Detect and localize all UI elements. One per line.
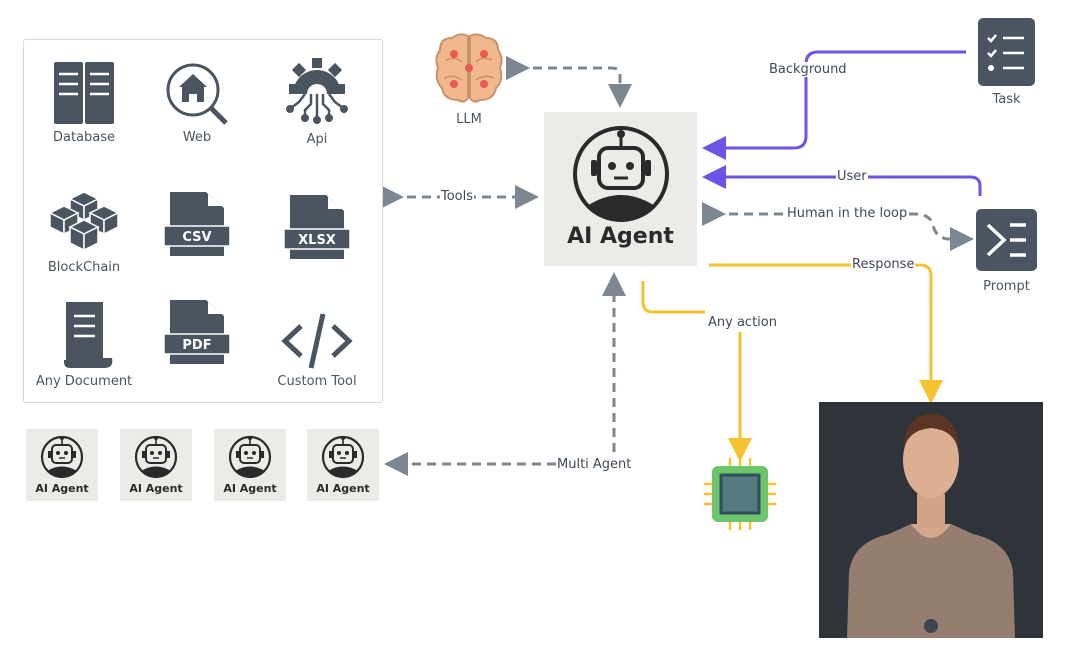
robot-icon [40, 435, 84, 479]
xlsx-file-icon: XLSX [283, 195, 351, 259]
mini-agent-label: AI Agent [35, 482, 89, 495]
tool-database[interactable]: Database [29, 60, 139, 145]
user-connector [702, 165, 982, 196]
csv-file-icon: CSV [163, 192, 231, 256]
user-edge-label: User [836, 169, 868, 184]
mini-agent-label: AI Agent [316, 482, 370, 495]
api-gear-icon [286, 58, 348, 124]
tools-panel: Database Web Api [23, 39, 383, 403]
tools-edge-label: Tools [440, 189, 475, 204]
tool-label: BlockChain [47, 260, 121, 275]
tool-label: Any Document [35, 374, 133, 389]
human-in-loop-edge-label: Human in the loop [786, 206, 909, 221]
pdf-file-icon: PDF [163, 300, 231, 364]
web-search-icon [166, 63, 228, 125]
checklist-icon [987, 34, 1024, 71]
terminal-prompt-icon [986, 223, 1026, 257]
mini-agent-3[interactable]: AI Agent [214, 429, 286, 501]
background-edge-label: Background [768, 62, 848, 77]
response-connector [709, 263, 943, 404]
tool-any-document[interactable]: Any Document [29, 302, 139, 389]
ai-agent-main[interactable]: AI Agent [544, 112, 697, 266]
tool-blockchain[interactable]: BlockChain [29, 190, 139, 275]
brain-icon [435, 33, 503, 103]
response-edge-label: Response [851, 257, 916, 272]
mini-agent-label: AI Agent [223, 482, 277, 495]
tool-label: Api [306, 132, 328, 147]
multi-agent-edge-label: Multi Agent [556, 457, 633, 472]
avatar-person-image [819, 402, 1043, 638]
tool-xlsx[interactable]: XLSX [262, 195, 372, 267]
human-in-loop-connector [702, 202, 974, 251]
tool-web[interactable]: Web [142, 60, 252, 145]
mini-agent-2[interactable]: AI Agent [120, 429, 192, 501]
database-icon [54, 62, 114, 124]
tool-csv[interactable]: CSV [142, 192, 252, 264]
prompt-node[interactable] [976, 209, 1037, 271]
tool-label: Web [182, 130, 212, 145]
blockchain-icon [48, 191, 120, 252]
any-action-edge-label: Any action [707, 315, 778, 330]
svg-text:PDF: PDF [182, 338, 211, 353]
background-connector [702, 50, 966, 160]
robot-icon [321, 435, 365, 479]
svg-text:XLSX: XLSX [298, 233, 336, 248]
llm-connector [506, 56, 632, 108]
task-node[interactable] [978, 18, 1035, 86]
tool-label: Database [52, 130, 116, 145]
llm-node[interactable]: LLM [432, 32, 506, 127]
tool-custom[interactable]: Custom Tool [262, 312, 372, 389]
ai-agent-title: AI Agent [567, 224, 674, 249]
mini-agent-4[interactable]: AI Agent [307, 429, 379, 501]
prompt-label: Prompt [983, 279, 1030, 294]
document-icon [64, 302, 113, 368]
svg-text:CSV: CSV [182, 230, 211, 245]
code-icon [281, 313, 353, 369]
robot-icon [228, 435, 272, 479]
any-action-connector [641, 281, 705, 314]
tool-label: Custom Tool [277, 374, 357, 389]
avatar-video[interactable] [819, 402, 1043, 638]
mini-agent-label: AI Agent [129, 482, 183, 495]
chip-icon [704, 458, 776, 530]
llm-label: LLM [456, 112, 482, 127]
robot-icon [573, 126, 669, 222]
tool-pdf[interactable]: PDF [142, 300, 252, 372]
mini-agent-1[interactable]: AI Agent [26, 429, 98, 501]
tool-api[interactable]: Api [262, 58, 372, 147]
task-label: Task [992, 92, 1021, 107]
robot-icon [134, 435, 178, 479]
